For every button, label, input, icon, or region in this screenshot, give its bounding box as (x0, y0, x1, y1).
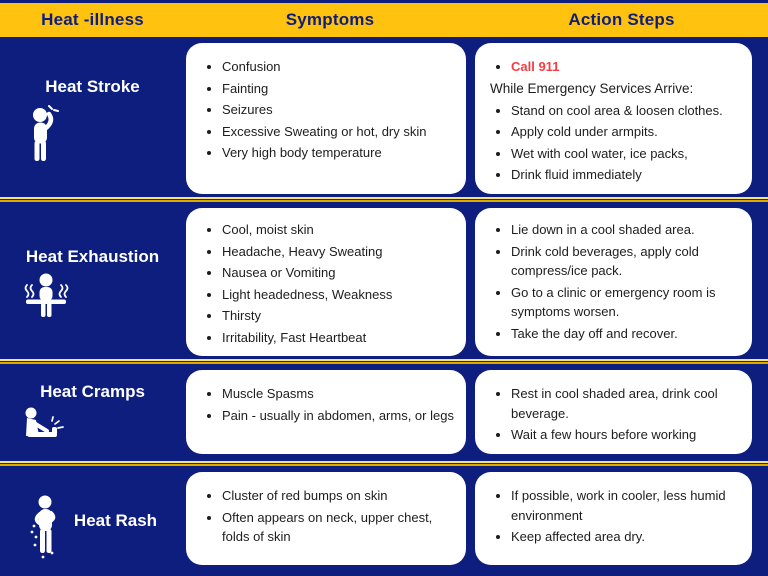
list-item: Go to a clinic or emergency room is symp… (511, 282, 744, 323)
row-label: Heat Rash (73, 511, 158, 530)
heat-stroke-person-icon (26, 102, 64, 162)
actions-list: Stand on cool area & loosen clothes. App… (490, 100, 744, 186)
symptoms-card-heat-stroke: Confusion Fainting Seizures Excessive Sw… (186, 43, 466, 194)
list-item: Cool, moist skin (222, 219, 458, 241)
table-header: Heat -illness Symptoms Action Steps (0, 3, 768, 37)
list-item: Drink cold beverages, apply cold compres… (511, 241, 744, 282)
emergency-list: Call 911 (490, 56, 744, 78)
label-cell-heat-rash: Heat Rash (0, 466, 185, 576)
row-label: Heat Stroke (45, 76, 140, 96)
table-row-heat-exhaustion: Heat Exhaustion (0, 202, 768, 359)
actions-card-heat-exhaustion: Lie down in a cool shaded area. Drink co… (475, 208, 752, 356)
list-item: Light headedness, Weakness (222, 284, 458, 306)
list-item: Wait a few hours before working (511, 424, 744, 446)
symptoms-list: Confusion Fainting Seizures Excessive Sw… (201, 56, 458, 164)
heat-exhaustion-person-icon (20, 273, 72, 319)
table-row-heat-cramps: Heat Cramps (0, 364, 768, 461)
row-divider (0, 359, 768, 364)
row-divider (0, 461, 768, 466)
table-row-heat-stroke: Heat Stroke (0, 37, 768, 197)
row-label: Heat Exhaustion (25, 247, 160, 266)
heat-rash-person-icon (28, 493, 62, 565)
symptoms-card-heat-rash: Cluster of red bumps on skin Often appea… (186, 472, 466, 565)
list-item: Take the day off and recover. (511, 323, 744, 345)
actions-list: Rest in cool shaded area, drink cool bev… (490, 383, 744, 446)
list-item: Rest in cool shaded area, drink cool bev… (511, 383, 744, 424)
list-item: Confusion (222, 56, 458, 78)
list-item: Thirsty (222, 305, 458, 327)
heat-cramps-person-icon (22, 405, 68, 443)
list-item: Pain - usually in abdomen, arms, or legs (222, 405, 458, 427)
call-911-text: Call 911 (511, 59, 560, 74)
list-item: Headache, Heavy Sweating (222, 241, 458, 263)
actions-list: If possible, work in cooler, less humid … (490, 485, 744, 548)
list-item: Excessive Sweating or hot, dry skin (222, 121, 458, 143)
header-action-steps: Action Steps (568, 10, 675, 29)
table-row-heat-rash: Heat Rash Cluster of red bumps on skin O… (0, 466, 768, 576)
symptoms-card-heat-cramps: Muscle Spasms Pain - usually in abdomen,… (186, 370, 466, 454)
symptoms-list: Cluster of red bumps on skin Often appea… (201, 485, 458, 548)
actions-list: Lie down in a cool shaded area. Drink co… (490, 219, 744, 344)
list-item: Very high body temperature (222, 142, 458, 164)
list-item: Call 911 (511, 56, 744, 78)
label-cell-heat-stroke: Heat Stroke (0, 37, 185, 202)
list-item: Seizures (222, 99, 458, 121)
list-item: Apply cold under armpits. (511, 121, 744, 143)
list-item: Nausea or Vomiting (222, 262, 458, 284)
list-item: Stand on cool area & loosen clothes. (511, 100, 744, 122)
actions-card-heat-stroke: Call 911 While Emergency Services Arrive… (475, 43, 752, 194)
header-heat-illness: Heat -illness (41, 10, 144, 29)
actions-card-heat-rash: If possible, work in cooler, less humid … (475, 472, 752, 565)
list-item: Lie down in a cool shaded area. (511, 219, 744, 241)
symptoms-card-heat-exhaustion: Cool, moist skin Headache, Heavy Sweatin… (186, 208, 466, 356)
list-item: Cluster of red bumps on skin (222, 485, 458, 507)
list-item: Often appears on neck, upper chest, fold… (222, 507, 458, 548)
list-item: Muscle Spasms (222, 383, 458, 405)
symptoms-list: Cool, moist skin Headache, Heavy Sweatin… (201, 219, 458, 348)
top-border-strip (0, 0, 768, 3)
row-divider (0, 197, 768, 202)
actions-subheading: While Emergency Services Arrive: (490, 80, 694, 96)
label-cell-heat-cramps: Heat Cramps (0, 364, 185, 462)
list-item: Irritability, Fast Heartbeat (222, 327, 458, 349)
list-item: Wet with cool water, ice packs, (511, 143, 744, 165)
label-cell-heat-exhaustion: Heat Exhaustion (0, 202, 185, 364)
list-item: If possible, work in cooler, less humid … (511, 485, 744, 526)
row-label: Heat Cramps (40, 382, 145, 402)
list-item: Fainting (222, 78, 458, 100)
symptoms-list: Muscle Spasms Pain - usually in abdomen,… (201, 383, 458, 426)
list-item: Keep affected area dry. (511, 526, 744, 548)
header-symptoms: Symptoms (285, 10, 375, 29)
list-item: Drink fluid immediately (511, 164, 744, 186)
actions-card-heat-cramps: Rest in cool shaded area, drink cool bev… (475, 370, 752, 454)
